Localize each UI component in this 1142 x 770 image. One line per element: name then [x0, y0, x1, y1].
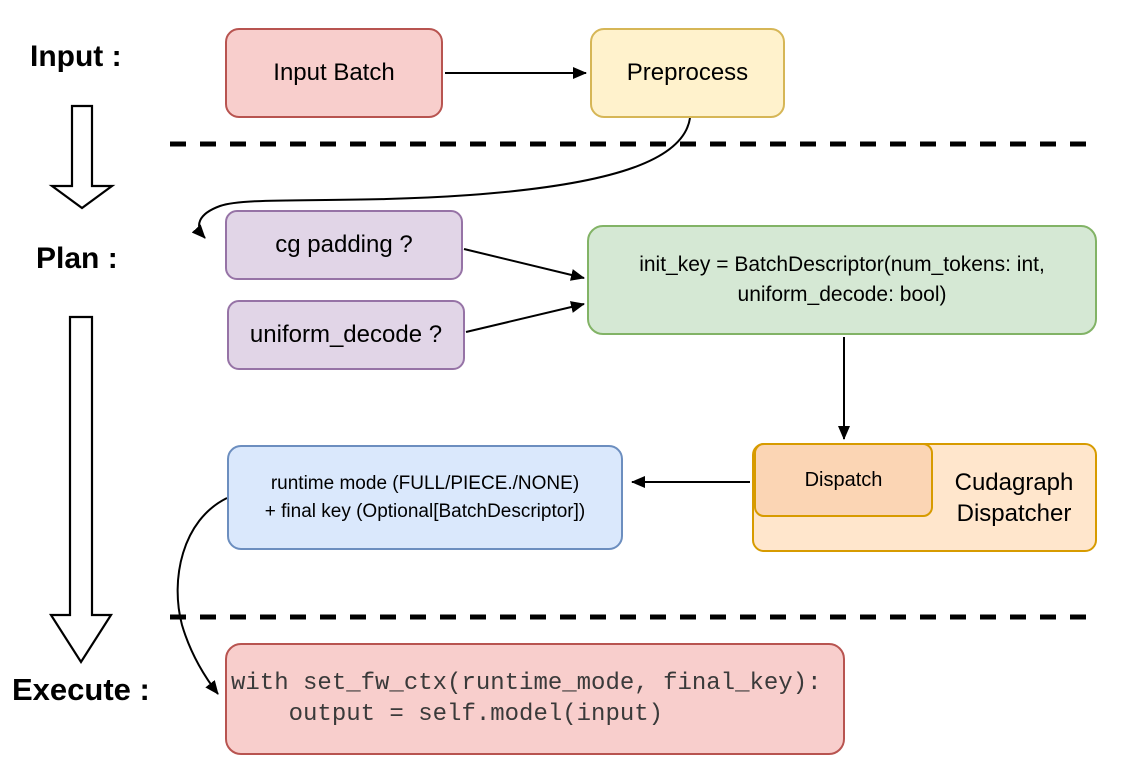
- node-runtime-mode-final-key: runtime mode (FULL/PIECE./NONE) + final …: [227, 445, 623, 550]
- node-execute-code: with set_fw_ctx(runtime_mode, final_key)…: [225, 643, 845, 755]
- node-dispatch-label: Dispatch: [804, 468, 883, 491]
- node-dispatch: Dispatch: [754, 443, 933, 517]
- node-init-key-line2: uniform_decode: bool): [737, 283, 947, 306]
- node-input-batch-label: Input Batch: [273, 58, 395, 86]
- node-cg-padding: cg padding ?: [225, 210, 463, 280]
- node-uniform-decode-label: uniform_decode ?: [249, 320, 443, 348]
- hollow-arrow-plan-to-execute: [48, 315, 114, 665]
- execute-code-line1: with set_fw_ctx(runtime_mode, final_key)…: [231, 670, 822, 697]
- arrow-uniformdecode-to-initkey: [465, 301, 585, 333]
- arrow-cgpadding-to-initkey: [463, 248, 585, 281]
- runtime-mode-line1: runtime mode (FULL/PIECE./NONE): [270, 472, 580, 494]
- node-input-batch: Input Batch: [225, 28, 443, 118]
- cudagraph-dispatcher-line1: Cudagraph: [954, 469, 1074, 496]
- node-preprocess: Preprocess: [590, 28, 785, 118]
- plan-section-label: Plan :: [36, 242, 118, 275]
- execute-section-label: Execute :: [12, 672, 150, 707]
- node-cudagraph-dispatcher-label: Cudagraph Dispatcher: [935, 453, 1093, 543]
- input-section-label: Input :: [30, 40, 122, 73]
- node-init-key-line1: init_key = BatchDescriptor(num_tokens: i…: [639, 253, 1045, 276]
- node-preprocess-label: Preprocess: [626, 58, 749, 86]
- node-uniform-decode: uniform_decode ?: [227, 300, 465, 370]
- node-init-key: init_key = BatchDescriptor(num_tokens: i…: [587, 225, 1097, 335]
- node-cg-padding-label: cg padding ?: [275, 230, 413, 258]
- hollow-arrow-input-to-plan: [48, 104, 116, 210]
- curve-preprocess-to-cgpadding: [191, 117, 691, 239]
- cudagraph-dispatcher-line2: Dispatcher: [956, 500, 1072, 527]
- curve-runtimemode-to-execute: [176, 497, 228, 695]
- runtime-mode-line2: + final key (Optional[BatchDescriptor]): [264, 500, 586, 522]
- execute-code-line2: output = self.model(input): [231, 701, 664, 728]
